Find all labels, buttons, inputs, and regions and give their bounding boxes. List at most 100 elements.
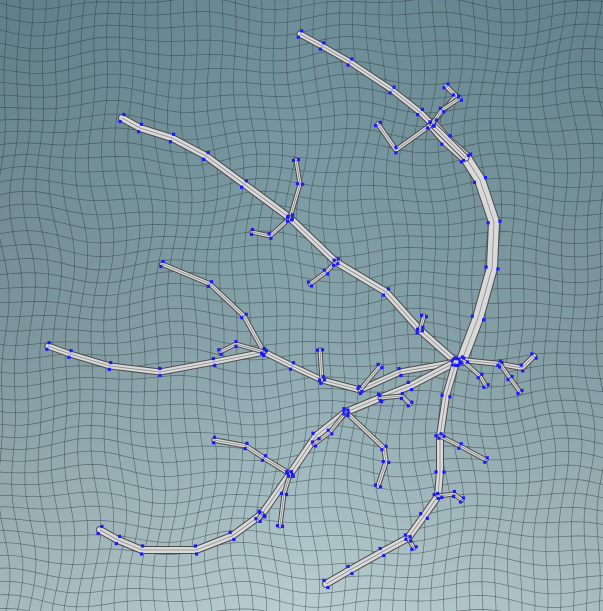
vertex-marker[interactable]	[195, 552, 199, 556]
vertex-marker[interactable]	[416, 113, 420, 117]
vertex-marker[interactable]	[378, 398, 382, 403]
vertex-marker[interactable]	[254, 517, 258, 521]
vertex-marker[interactable]	[410, 388, 414, 392]
vertex-marker[interactable]	[403, 533, 407, 537]
vertex-marker[interactable]	[516, 391, 520, 396]
vertex-marker[interactable]	[114, 542, 118, 546]
vertex-marker[interactable]	[530, 352, 534, 356]
vertex-marker[interactable]	[350, 57, 354, 61]
vertex-marker[interactable]	[300, 29, 304, 33]
vertex-marker[interactable]	[476, 376, 480, 380]
vertex-marker[interactable]	[451, 93, 455, 97]
vertex-marker[interactable]	[399, 373, 403, 377]
vertex-marker[interactable]	[158, 366, 162, 371]
vertex-marker[interactable]	[280, 524, 285, 528]
vertex-marker[interactable]	[462, 356, 466, 360]
vertex-marker[interactable]	[310, 440, 315, 444]
vertex-marker[interactable]	[288, 367, 293, 371]
vertex-marker[interactable]	[168, 140, 172, 144]
vertex-marker[interactable]	[434, 118, 439, 122]
vertex-marker[interactable]	[440, 393, 444, 397]
vertex-marker[interactable]	[172, 132, 176, 136]
vertex-marker[interactable]	[342, 412, 346, 416]
vertex-marker[interactable]	[425, 516, 429, 520]
vertex-marker[interactable]	[322, 578, 326, 583]
vertex-marker[interactable]	[244, 179, 248, 183]
vertex-marker[interactable]	[486, 221, 490, 225]
vertex-marker[interactable]	[140, 544, 145, 548]
vertex-marker[interactable]	[263, 454, 268, 458]
vertex-marker[interactable]	[136, 130, 141, 134]
vertex-marker[interactable]	[496, 267, 500, 271]
vertex-marker[interactable]	[332, 258, 336, 262]
vertex-marker[interactable]	[520, 388, 524, 393]
vertex-marker[interactable]	[275, 524, 280, 528]
vertex-marker[interactable]	[118, 119, 122, 124]
vertex-marker[interactable]	[420, 329, 424, 333]
vertex-marker[interactable]	[258, 519, 262, 523]
vertex-marker[interactable]	[442, 110, 446, 114]
vertex-marker[interactable]	[320, 348, 325, 352]
vertex-marker[interactable]	[404, 537, 408, 541]
vertex-marker[interactable]	[342, 407, 346, 411]
vertex-marker[interactable]	[317, 378, 322, 382]
vertex-marker[interactable]	[394, 151, 398, 155]
vertex-marker[interactable]	[287, 474, 291, 478]
vertex-marker[interactable]	[469, 152, 473, 156]
vertex-marker[interactable]	[285, 219, 289, 223]
vertex-marker[interactable]	[240, 316, 244, 320]
vertex-marker[interactable]	[472, 180, 477, 184]
vertex-marker[interactable]	[485, 456, 489, 460]
vertex-marker[interactable]	[510, 374, 514, 379]
vertex-marker[interactable]	[47, 341, 51, 345]
vertex-marker[interactable]	[315, 348, 320, 352]
vertex-marker[interactable]	[448, 134, 452, 138]
vertex-marker[interactable]	[373, 483, 377, 487]
vertex-marker[interactable]	[381, 460, 385, 464]
vertex-marker[interactable]	[442, 86, 446, 90]
vertex-marker[interactable]	[260, 458, 265, 462]
vertex-marker[interactable]	[342, 408, 346, 412]
vertex-marker[interactable]	[69, 349, 73, 353]
vertex-marker[interactable]	[211, 441, 216, 445]
vertex-marker[interactable]	[336, 257, 340, 261]
vertex-marker[interactable]	[410, 547, 414, 551]
vertex-marker[interactable]	[346, 408, 350, 412]
vertex-marker[interactable]	[439, 432, 443, 436]
vertex-marker[interactable]	[461, 158, 466, 163]
vertex-marker[interactable]	[482, 385, 486, 389]
vertex-marker[interactable]	[219, 352, 223, 356]
vertex-marker[interactable]	[388, 91, 392, 95]
vertex-marker[interactable]	[410, 400, 414, 404]
vertex-marker[interactable]	[232, 537, 236, 542]
vertex-marker[interactable]	[228, 530, 232, 535]
vertex-marker[interactable]	[358, 391, 362, 396]
vertex-marker[interactable]	[394, 145, 398, 149]
vertex-marker[interactable]	[336, 262, 340, 266]
vertex-marker[interactable]	[360, 390, 364, 394]
vertex-marker[interactable]	[264, 349, 268, 353]
vertex-marker[interactable]	[260, 351, 264, 355]
vertex-marker[interactable]	[451, 363, 455, 367]
vertex-marker[interactable]	[420, 107, 424, 111]
vertex-marker[interactable]	[291, 158, 296, 162]
vertex-marker[interactable]	[306, 280, 311, 284]
vertex-marker[interactable]	[380, 366, 384, 370]
vertex-marker[interactable]	[500, 360, 504, 365]
vertex-marker[interactable]	[213, 363, 217, 367]
vertex-marker[interactable]	[392, 85, 396, 89]
vertex-marker[interactable]	[346, 564, 350, 569]
vertex-marker[interactable]	[436, 491, 440, 496]
vertex-marker[interactable]	[286, 471, 290, 475]
vertex-marker[interactable]	[279, 491, 284, 496]
vertex-marker[interactable]	[521, 369, 525, 373]
vertex-marker[interactable]	[534, 356, 538, 360]
vertex-marker[interactable]	[484, 265, 488, 269]
vertex-marker[interactable]	[243, 447, 247, 451]
vertex-marker[interactable]	[326, 272, 330, 276]
vertex-marker[interactable]	[424, 315, 428, 319]
vertex-marker[interactable]	[384, 444, 388, 448]
vertex-marker[interactable]	[442, 470, 446, 474]
vertex-marker[interactable]	[432, 123, 436, 128]
